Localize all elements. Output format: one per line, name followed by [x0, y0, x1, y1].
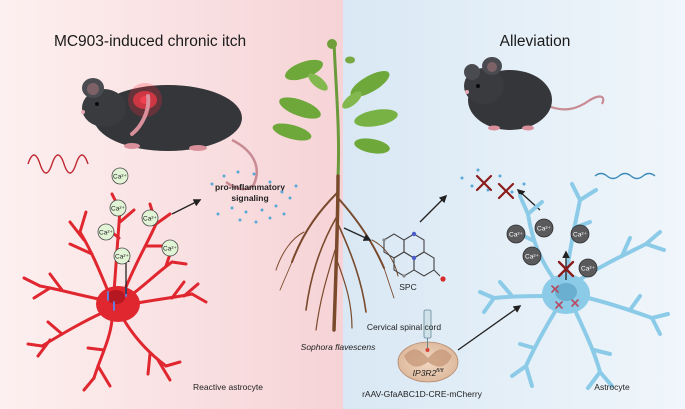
signaling-label: signaling: [231, 193, 268, 203]
signaling-arrow: [171, 199, 202, 215]
reactive-astrocyte-label: Reactive astrocyte: [193, 382, 263, 392]
ca-ion: Ca²⁺: [534, 218, 554, 238]
reactive-astrocyte: [22, 192, 208, 392]
blocked-signaling-marks: [475, 174, 515, 200]
svg-text:Ca²⁺: Ca²⁺: [509, 232, 523, 239]
cytokine-dots-left: [210, 170, 298, 224]
ca-ion: Ca²⁺: [522, 246, 542, 266]
healthy-mouse-icon: [464, 57, 605, 131]
itchy-mouse-icon: [81, 78, 258, 191]
svg-text:Ca²⁺: Ca²⁺: [525, 254, 539, 261]
ip3r2-label: IP3R2fl/fl: [413, 368, 444, 378]
ca-ion: Ca²⁺: [161, 239, 179, 257]
svg-text:Ca²⁺: Ca²⁺: [573, 232, 587, 239]
spc-effect-arrow: [419, 194, 448, 223]
plant-roots: [275, 174, 399, 332]
right-panel-background: [343, 0, 685, 409]
extraction-arrow: [343, 227, 372, 241]
astrocyte: [478, 182, 670, 390]
svg-text:Ca²⁺: Ca²⁺: [111, 206, 125, 213]
cervical-spinal-cord-label: Cervical spinal cord: [367, 322, 441, 332]
sophora-flavescens-label: Sophora flavescens: [301, 342, 376, 352]
virus-injection-arrow: [457, 305, 522, 351]
ca-ion: Ca²⁺: [111, 167, 129, 185]
ca-ion: Ca²⁺: [141, 209, 159, 227]
ca-ion: Ca²⁺: [109, 199, 127, 217]
svg-text:Ca²⁺: Ca²⁺: [113, 174, 127, 181]
ca-ion: Ca²⁺: [578, 258, 598, 278]
ca-ion: Ca²⁺: [570, 224, 590, 244]
neural-wave-right: [594, 172, 656, 180]
left-panel-background: [0, 0, 343, 409]
ca-ion: Ca²⁺: [113, 247, 131, 265]
svg-text:Ca²⁺: Ca²⁺: [115, 254, 129, 261]
cervical-spinal-cord: [397, 309, 459, 383]
astrocyte-label: Astrocyte: [594, 382, 630, 392]
sophora-flavescens-plant: [272, 39, 398, 179]
svg-text:Ca²⁺: Ca²⁺: [143, 216, 157, 223]
ca-ion: Ca²⁺: [506, 224, 526, 244]
pro-inflammatory-label: pro-inflammatory: [215, 182, 285, 192]
spc-molecule: [382, 231, 446, 282]
spc-label: SPC: [399, 282, 416, 292]
svg-text:Ca²⁺: Ca²⁺: [99, 230, 113, 237]
ca-ion: Ca²⁺: [97, 223, 115, 241]
virus-label: rAAV-GfaABC1D-CRE-mCherry: [362, 389, 483, 399]
right-panel-title: Alleviation: [500, 33, 571, 50]
svg-text:Ca²⁺: Ca²⁺: [163, 246, 177, 253]
left-panel-title: MC903-induced chronic itch: [54, 33, 246, 50]
svg-text:Ca²⁺: Ca²⁺: [537, 226, 551, 233]
calcium-ions-right: Ca²⁺ Ca²⁺ Ca²⁺ Ca²⁺ Ca²⁺: [506, 218, 598, 278]
calcium-ions-left: Ca²⁺ Ca²⁺ Ca²⁺ Ca²⁺ Ca²⁺ Ca²⁺: [97, 167, 179, 265]
svg-text:Ca²⁺: Ca²⁺: [581, 266, 595, 273]
neural-wave-left: [27, 154, 89, 174]
